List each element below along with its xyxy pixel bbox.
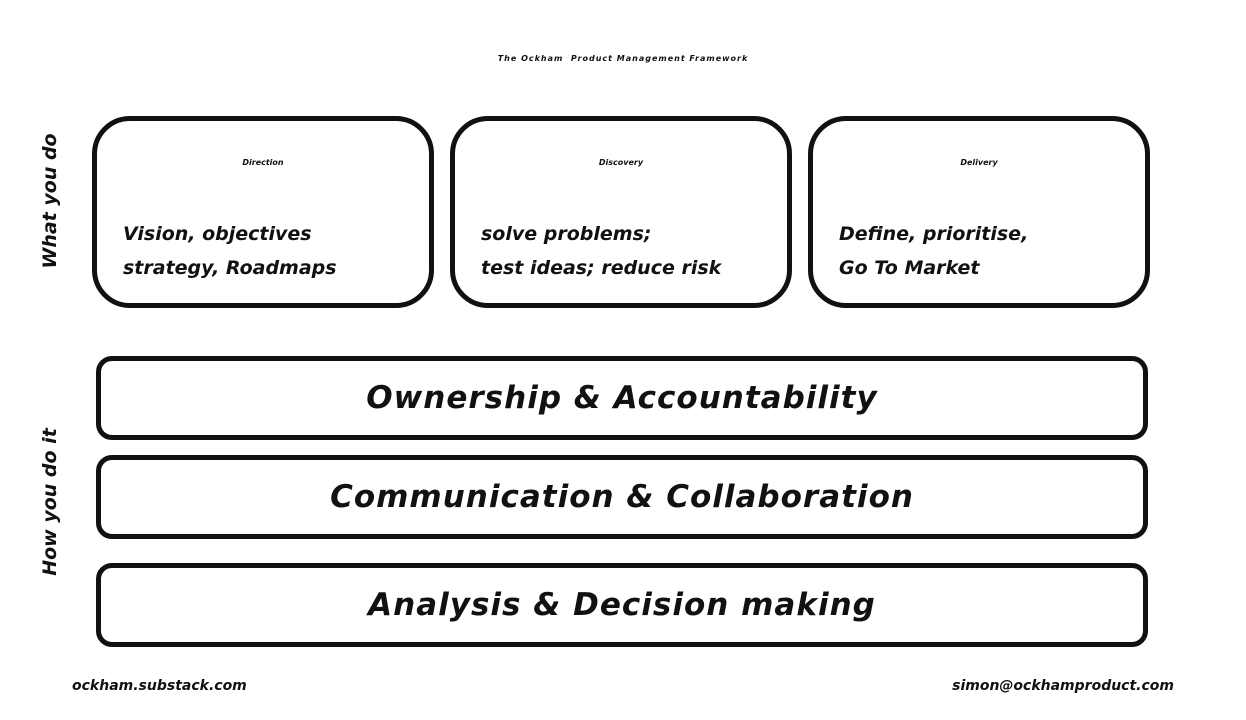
card-description: Define, prioritise, Go To Market [839,217,1028,285]
framework-title: The Ockham Product Management Framework [497,54,749,63]
card-line: Go To Market [839,257,980,279]
card-title: Delivery [960,158,998,167]
card-title: Discovery [598,158,644,167]
card-description: solve problems; test ideas; reduce risk [481,217,721,285]
card-delivery: Delivery Define, prioritise, Go To Marke… [808,116,1150,308]
bar-label: Communication & Collaboration [330,479,914,515]
side-label-how-you-do-it: How you do it [39,428,61,576]
card-line: Vision, objectives [123,223,312,245]
footer-email: simon@ockhamproduct.com [952,678,1174,694]
card-line: test ideas; reduce risk [481,257,722,279]
side-label-what-you-do: What you do [39,133,61,269]
card-title: Direction [242,158,284,167]
bar-communication-collaboration: Communication & Collaboration [96,455,1148,539]
card-discovery: Discovery solve problems; test ideas; re… [450,116,792,308]
bar-ownership-accountability: Ownership & Accountability [96,356,1148,440]
footer-website: ockham.substack.com [72,678,247,694]
card-description: Vision, objectives strategy, Roadmaps [123,217,337,285]
card-line: solve problems; [481,223,652,245]
bar-label: Analysis & Decision making [368,587,876,623]
card-direction: Direction Vision, objectives strategy, R… [92,116,434,308]
card-line: Define, prioritise, [839,223,1029,245]
bar-analysis-decision-making: Analysis & Decision making [96,563,1148,647]
bar-label: Ownership & Accountability [366,380,878,416]
card-line: strategy, Roadmaps [123,257,337,279]
